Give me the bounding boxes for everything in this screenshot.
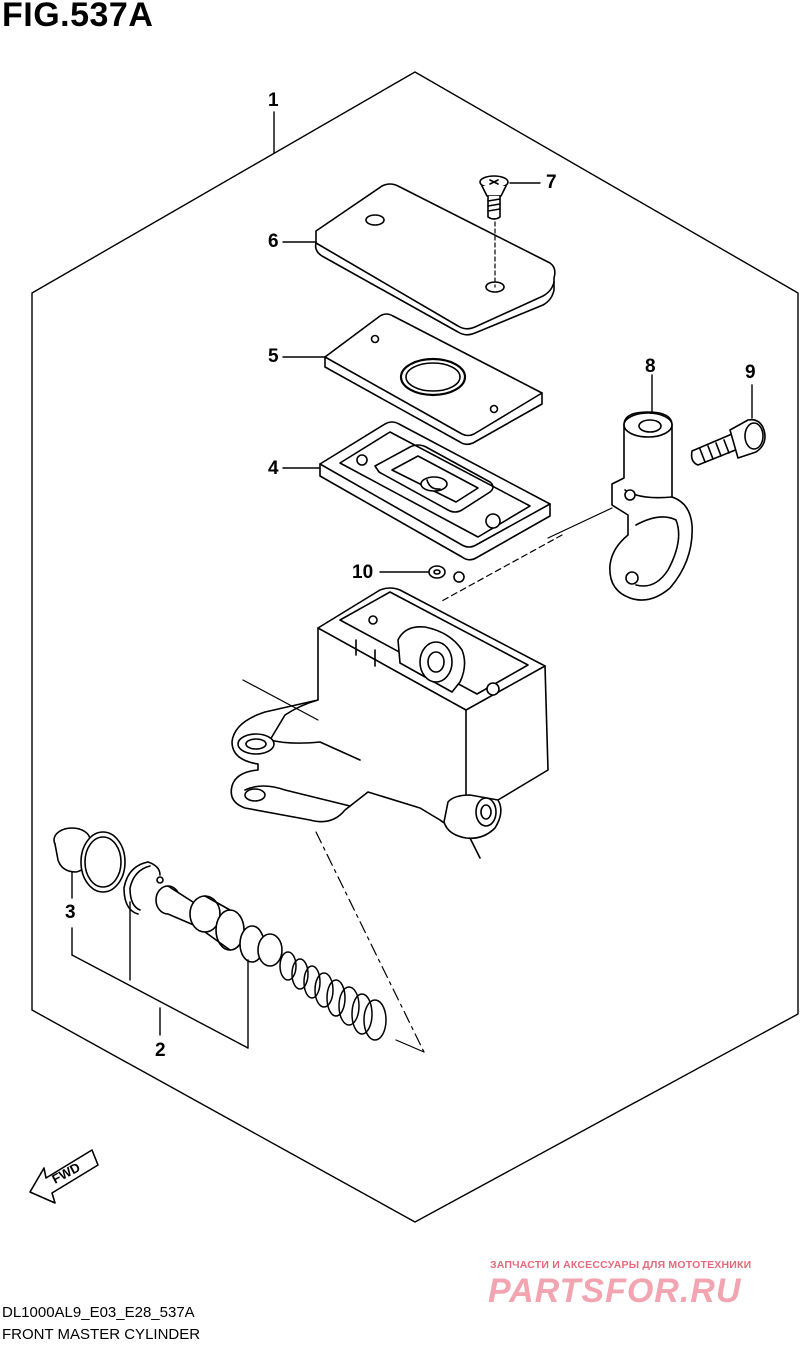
dust-boot [53, 827, 126, 893]
assembly-outline [31, 71, 799, 1223]
callout-5: 5 [268, 346, 279, 367]
handlebar-clamp [609, 411, 693, 601]
callout-10: 10 [352, 562, 374, 583]
watermark-tagline: ЗАПЧАСТИ И АКСЕССУАРЫ ДЛЯ МОТОТЕХНИКИ [490, 1259, 752, 1271]
assembly-name: FRONT MASTER CYLINDER [2, 1326, 201, 1343]
piston-assembly [155, 885, 283, 967]
diaphragm-plate [324, 313, 543, 446]
washer-clip [428, 565, 465, 583]
screw [479, 175, 509, 220]
callout-7: 7 [546, 172, 557, 193]
fwd-arrow-icon [29, 1149, 99, 1204]
figure-title: FIG.537A [2, 0, 154, 34]
callout-3: 3 [65, 902, 76, 923]
watermark-logo: PARTSFOR.RU [488, 1272, 742, 1310]
return-spring [279, 951, 387, 1041]
circlip [123, 861, 164, 915]
reservoir-cap [314, 183, 556, 336]
leader-bracket [71, 871, 249, 1049]
master-cylinder-body [230, 587, 549, 859]
callout-2: 2 [155, 1040, 166, 1061]
callout-8: 8 [645, 356, 656, 377]
callout-4: 4 [268, 458, 279, 479]
model-code: DL1000AL9_E03_E28_537A [2, 1304, 195, 1321]
clamp-bolt [690, 418, 766, 466]
callout-6: 6 [268, 231, 279, 252]
callout-1: 1 [268, 90, 279, 111]
callout-9: 9 [745, 362, 756, 383]
diaphragm-gasket [319, 421, 551, 561]
